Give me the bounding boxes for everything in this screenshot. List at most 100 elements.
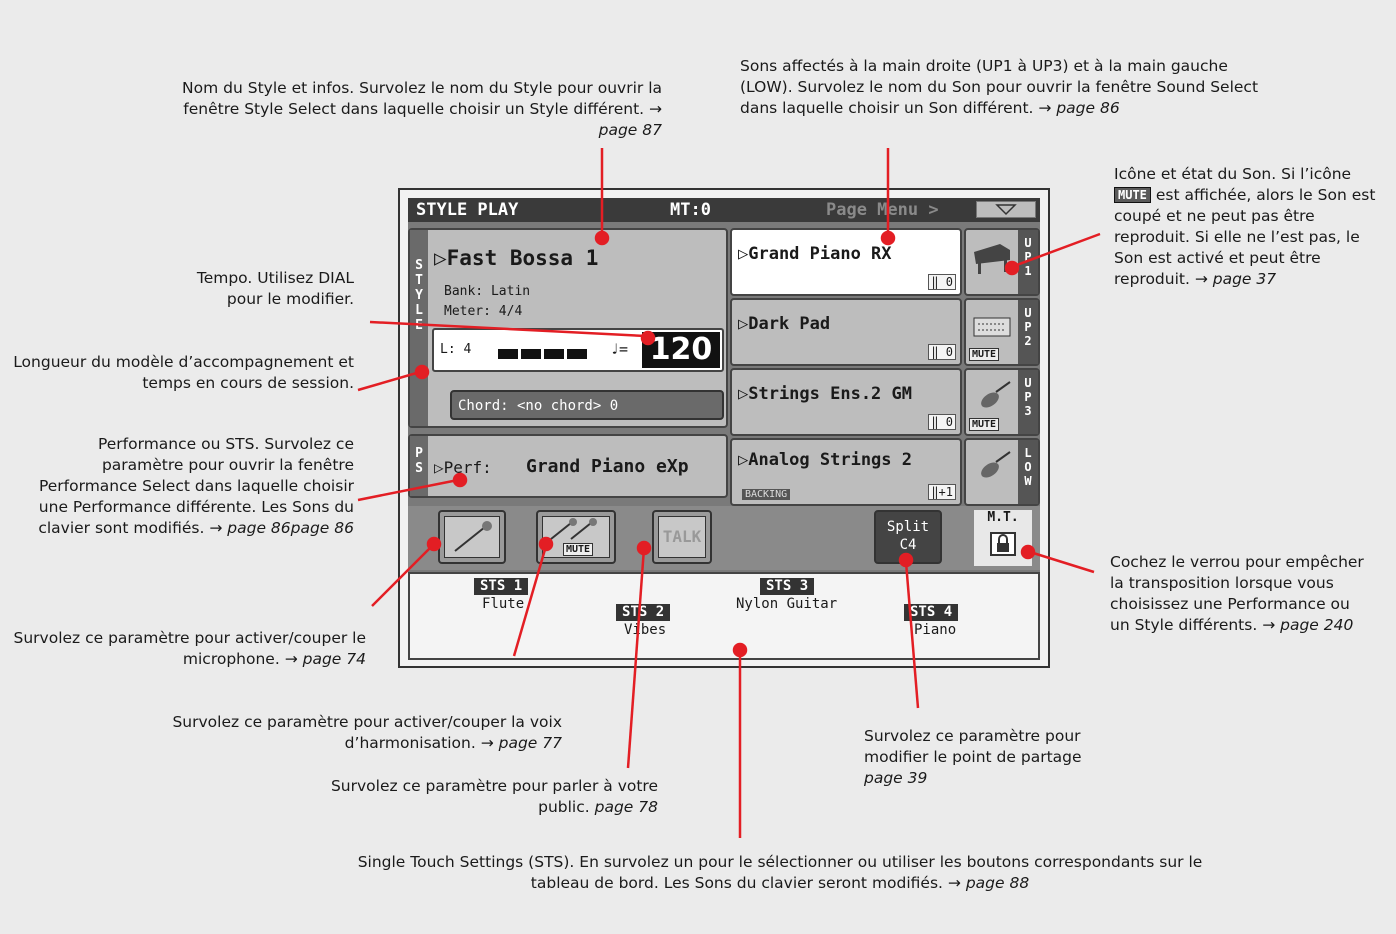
- sts-4-name: Piano: [914, 622, 957, 638]
- octave-indicator: ‖+1: [928, 484, 956, 500]
- annotation-sts: Single Touch Settings (STS). En survolez…: [340, 852, 1220, 894]
- violin-icon: [981, 451, 1011, 478]
- sound-name[interactable]: ▷Analog Strings 2: [738, 450, 912, 470]
- length-value: L: 4: [440, 342, 472, 357]
- annotation-lock: Cochez le verrou pour empêcher la transp…: [1110, 552, 1370, 636]
- sts-1-name: Flute: [482, 596, 525, 612]
- length-tempo-box[interactable]: L: 4 ♩= 120: [432, 328, 724, 372]
- performance-name[interactable]: Grand Piano eXp: [526, 456, 689, 477]
- sound-name[interactable]: ▷Grand Piano RX: [738, 244, 892, 264]
- annotation-text: Nom du Style et infos. Survolez le nom d…: [182, 79, 662, 118]
- annotation-text: Survolez ce paramètre pour parler à votr…: [330, 777, 658, 816]
- page-menu-dropdown[interactable]: [976, 201, 1036, 218]
- talk-button[interactable]: TALK: [652, 510, 712, 564]
- piano-icon: [974, 244, 1010, 274]
- mic-button[interactable]: [438, 510, 506, 564]
- split-note: C4: [899, 537, 917, 553]
- sts-3-button[interactable]: STS 3: [760, 578, 815, 595]
- tempo-value[interactable]: 120: [642, 332, 720, 368]
- page-ref: page 86page 86: [227, 519, 354, 537]
- annotation-tempo: Tempo. Utilisez DIAL pour le modifier.: [160, 268, 354, 310]
- annotation-icon-status: Icône et état du Son. Si l’icône MUTE es…: [1114, 164, 1388, 290]
- sts-area: STS 1 Flute STS 2 Vibes STS 3 Nylon Guit…: [408, 572, 1040, 660]
- sts-1-button[interactable]: STS 1: [474, 578, 529, 595]
- octave-indicator: ‖ 0: [928, 414, 956, 430]
- page-ref: page 74: [302, 650, 366, 668]
- screen-title: STYLE PLAY: [416, 200, 519, 220]
- annotation-text: Icône et état du Son. Si l’icône: [1114, 165, 1352, 183]
- mute-badge: MUTE: [969, 418, 1000, 431]
- microphones-icon: [550, 518, 597, 540]
- mute-badge: MUTE: [1114, 187, 1151, 203]
- annotation-text: Cochez le verrou pour empêcher la transp…: [1110, 553, 1364, 634]
- annotation-microphone: Survolez ce paramètre pour activer/coupe…: [4, 628, 367, 670]
- annotation-sounds: Sons affectés à la main droite (UP1 à UP…: [740, 56, 1280, 119]
- annotation-text: Longueur du modèle d’accompagnement et t…: [13, 353, 354, 392]
- sts-3-name: Nylon Guitar: [736, 596, 838, 612]
- mute-badge: MUTE: [563, 543, 594, 556]
- sound-slot-low[interactable]: ▷Analog Strings 2 BACKING ‖+1: [730, 438, 962, 506]
- annotation-text: Survolez ce paramètre pour modifier le p…: [864, 727, 1082, 766]
- style-name[interactable]: ▷Fast Bossa 1: [434, 246, 599, 270]
- control-row: MUTE TALK Split C4 M.T.: [408, 506, 1040, 570]
- page-menu[interactable]: Page Menu >: [826, 200, 939, 220]
- annotation-talk: Survolez ce paramètre pour parler à votr…: [330, 776, 658, 818]
- page-ref: page 88: [965, 874, 1030, 892]
- note-icon: ♩=: [610, 340, 629, 358]
- page-ref: page 37: [1212, 270, 1277, 288]
- split-button[interactable]: Split C4: [874, 510, 942, 564]
- annotation-text: Single Touch Settings (STS). En survolez…: [357, 853, 1203, 892]
- page-ref: page 87: [598, 121, 662, 139]
- sound-slot-up2[interactable]: ▷Dark Pad ‖ 0: [730, 298, 962, 366]
- annotation-length: Longueur du modèle d’accompagnement et t…: [10, 352, 354, 394]
- mute-badge: MUTE: [969, 348, 1000, 361]
- title-bar: STYLE PLAY MT:0 Page Menu >: [408, 198, 1040, 222]
- annotation-text: Sons affectés à la main droite (UP1 à UP…: [740, 57, 1259, 117]
- annotation-harmony: Survolez ce paramètre pour activer/coupe…: [110, 712, 562, 754]
- annotation-performance: Performance ou STS. Survolez ce paramètr…: [20, 434, 354, 539]
- annotation-text: Survolez ce paramètre pour activer/coupe…: [172, 713, 562, 752]
- annotation-split: Survolez ce paramètre pour modifier le p…: [864, 726, 1124, 789]
- style-bank: Bank: Latin: [444, 284, 531, 299]
- backing-tag: BACKING: [742, 489, 791, 500]
- master-transpose-lock[interactable]: M.T.: [974, 510, 1032, 566]
- annotation-text: Performance ou STS. Survolez ce paramètr…: [38, 435, 354, 537]
- lock-icon[interactable]: [990, 532, 1016, 556]
- synth-icon: [973, 317, 1011, 337]
- sts-4-button[interactable]: STS 4: [904, 604, 959, 621]
- microphone-icon: [454, 521, 492, 552]
- sts-2-name: Vibes: [624, 622, 667, 638]
- page-ref: page 240: [1280, 616, 1354, 634]
- master-transpose: MT:0: [670, 200, 711, 220]
- talk-label: TALK: [662, 527, 702, 546]
- triangle-down-icon: [995, 204, 1017, 216]
- page-ref: page 39: [864, 769, 928, 787]
- chord-box: Chord: <no chord> 0: [450, 390, 724, 420]
- annotation-text: Tempo. Utilisez DIAL pour le modifier.: [196, 269, 354, 308]
- split-label: Split: [886, 519, 930, 535]
- page-ref: page 86: [1056, 99, 1120, 117]
- harmony-button[interactable]: MUTE: [536, 510, 616, 564]
- violin-icon: [981, 381, 1011, 408]
- sts-2-button[interactable]: STS 2: [616, 604, 671, 621]
- performance-label: ▷Perf:: [434, 458, 492, 477]
- sound-name[interactable]: ▷Strings Ens.2 GM: [738, 384, 912, 404]
- page-ref: page 77: [498, 734, 562, 752]
- sound-slot-up1[interactable]: ▷Grand Piano RX ‖ 0: [730, 228, 962, 296]
- sound-name[interactable]: ▷Dark Pad: [738, 314, 831, 334]
- sound-slot-up3[interactable]: ▷Strings Ens.2 GM ‖ 0: [730, 368, 962, 436]
- chord-value: Chord: <no chord> 0: [458, 398, 619, 414]
